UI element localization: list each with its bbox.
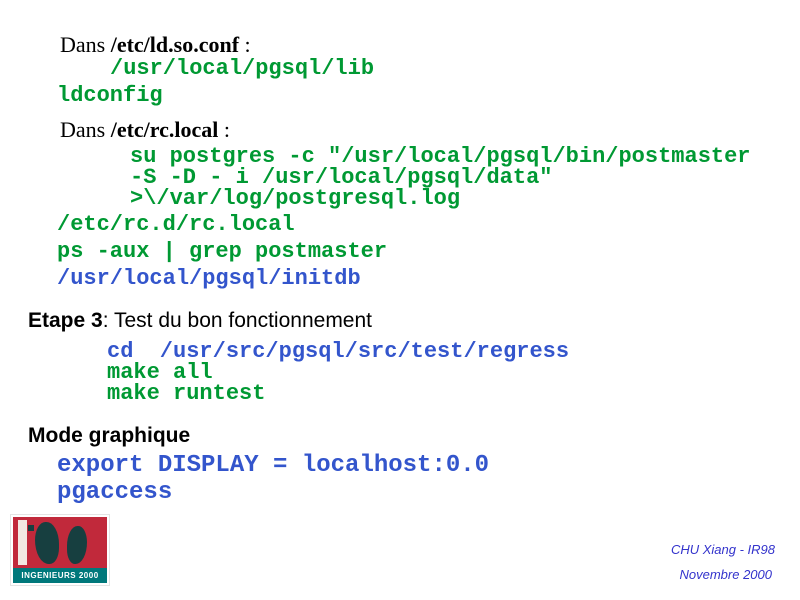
- code-ps-grep-postmaster: ps -aux | grep postmaster: [57, 239, 388, 264]
- heading-etape-3: Etape 3: Test du bon fonctionnement: [28, 309, 372, 333]
- code-pgaccess: pgaccess: [57, 479, 173, 506]
- heading-prefix: Dans: [60, 117, 111, 142]
- code-make-runtest: make runtest: [107, 381, 266, 406]
- logo-figure: [35, 522, 59, 564]
- logo-artwork: [13, 517, 107, 568]
- footer-date: Novembre 2000: [679, 567, 773, 582]
- code-block-postmaster: su postgres -c "/usr/local/pgsql/bin/pos…: [130, 144, 751, 211]
- heading-rc-local: Dans /etc/rc.local :: [60, 117, 230, 143]
- code-line-redirect-log: >\/var/log/postgresql.log: [130, 186, 461, 211]
- code-initdb: /usr/local/pgsql/initdb: [57, 266, 361, 291]
- etape-3-text: : Test du bon fonctionnement: [102, 309, 373, 332]
- code-make-all: make all: [107, 360, 213, 385]
- heading-path: /etc/ld.so.conf: [110, 32, 240, 57]
- code-rc-d-rc-local: /etc/rc.d/rc.local: [57, 212, 295, 237]
- code-export-display: export DISPLAY = localhost:0.0: [57, 452, 490, 479]
- code-usr-local-pgsql-lib: /usr/local/pgsql/lib: [110, 56, 375, 81]
- code-line-options: -S -D - i /usr/local/pgsql/data": [130, 165, 553, 190]
- logo-figure: [67, 526, 87, 564]
- logo-stripe: [18, 520, 27, 565]
- heading-path: /etc/rc.local: [110, 117, 219, 142]
- code-cd-regress: cd /usr/src/pgsql/src/test/regress: [107, 339, 570, 364]
- etape-3-label: Etape 3: [28, 309, 103, 332]
- code-line-su-postmaster: su postgres -c "/usr/local/pgsql/bin/pos…: [130, 144, 751, 169]
- code-ldconfig: ldconfig: [57, 83, 163, 108]
- code-block-regress-test: cd /usr/src/pgsql/src/test/regress make …: [107, 339, 570, 406]
- footer-author: CHU Xiang - IR98: [670, 542, 775, 557]
- heading-suffix: :: [218, 117, 231, 142]
- logo-dot: [28, 525, 34, 531]
- heading-mode-graphique: Mode graphique: [28, 424, 191, 447]
- logo-caption: INGENIEURS 2000: [13, 568, 107, 583]
- code-block-graphique: export DISPLAY = localhost:0.0 pgaccess: [57, 452, 489, 506]
- heading-ld-so-conf: Dans /etc/ld.so.conf :: [60, 32, 251, 58]
- heading-prefix: Dans: [60, 32, 111, 57]
- heading-suffix: :: [239, 32, 251, 57]
- ingenieurs-2000-logo: INGENIEURS 2000: [10, 514, 110, 586]
